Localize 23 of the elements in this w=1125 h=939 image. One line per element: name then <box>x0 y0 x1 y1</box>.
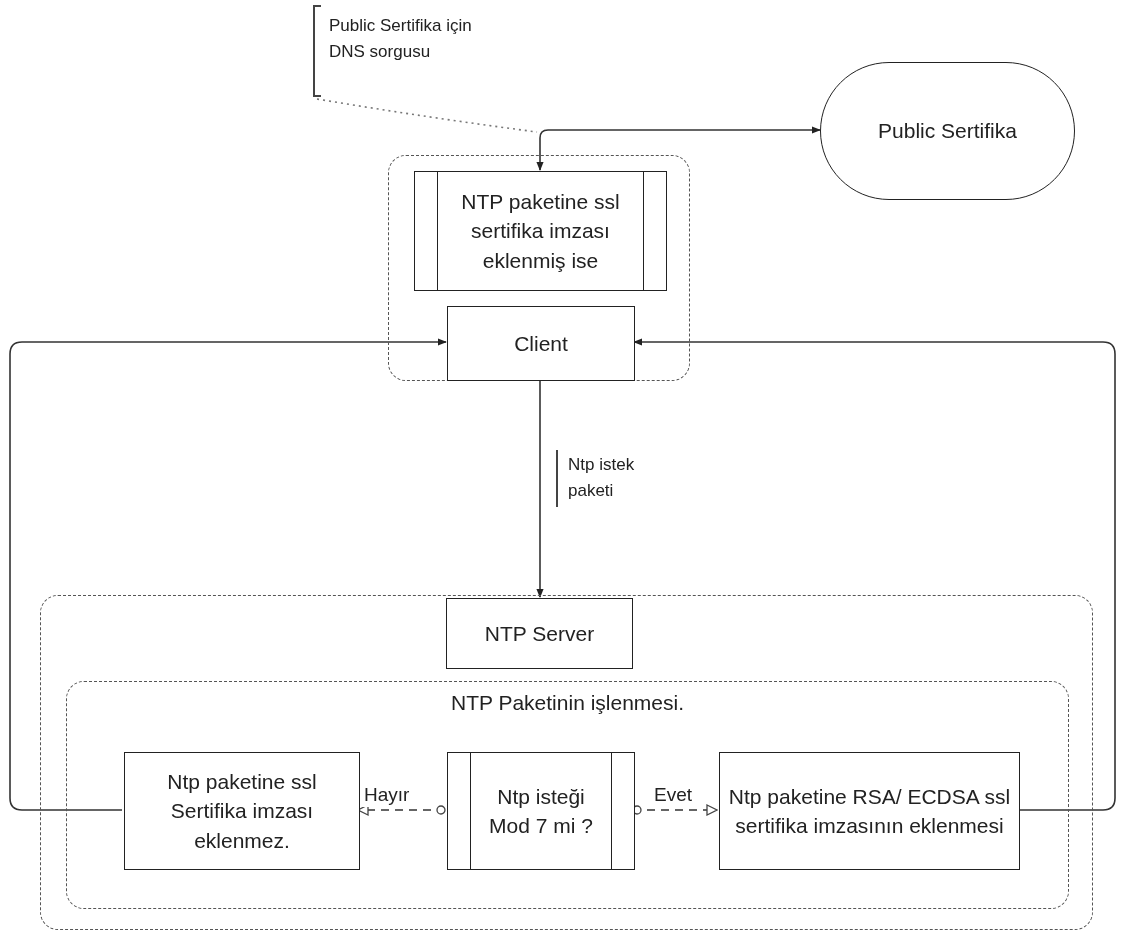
node-label: Client <box>513 330 569 357</box>
group-container <box>388 155 690 381</box>
node-label: Ntp paketine RSA/ ECDSA ssl sertifika imzasının eklenmesi <box>727 783 1012 839</box>
process-box <box>719 752 1020 870</box>
arrow <box>9 338 447 811</box>
node-label: Public Sertifika için DNS sorgusu <box>328 15 473 64</box>
node-label: Ntp paketine ssl Sertifika imzası eklenmez. <box>166 768 318 854</box>
leader-line <box>316 98 538 133</box>
node-label: Ntp isteği Mod 7 mi ? <box>488 783 594 839</box>
node-label: NTP paketine ssl sertifika imzası eklenmiş ise <box>460 188 621 274</box>
arrow <box>633 338 1116 811</box>
group-container <box>66 681 1069 909</box>
arrow <box>536 126 821 171</box>
group-container <box>40 595 1093 930</box>
predefined-process-box <box>447 752 635 870</box>
node-label: Public Sertifika <box>877 118 1018 145</box>
predefined-process-box <box>414 171 667 291</box>
node-label: NTP Server <box>483 620 596 647</box>
process-box <box>447 306 635 381</box>
process-box <box>124 752 360 870</box>
process-box <box>446 598 633 669</box>
arrow <box>536 379 544 598</box>
group-title: NTP Paketinin işlenmesi. <box>450 690 684 716</box>
